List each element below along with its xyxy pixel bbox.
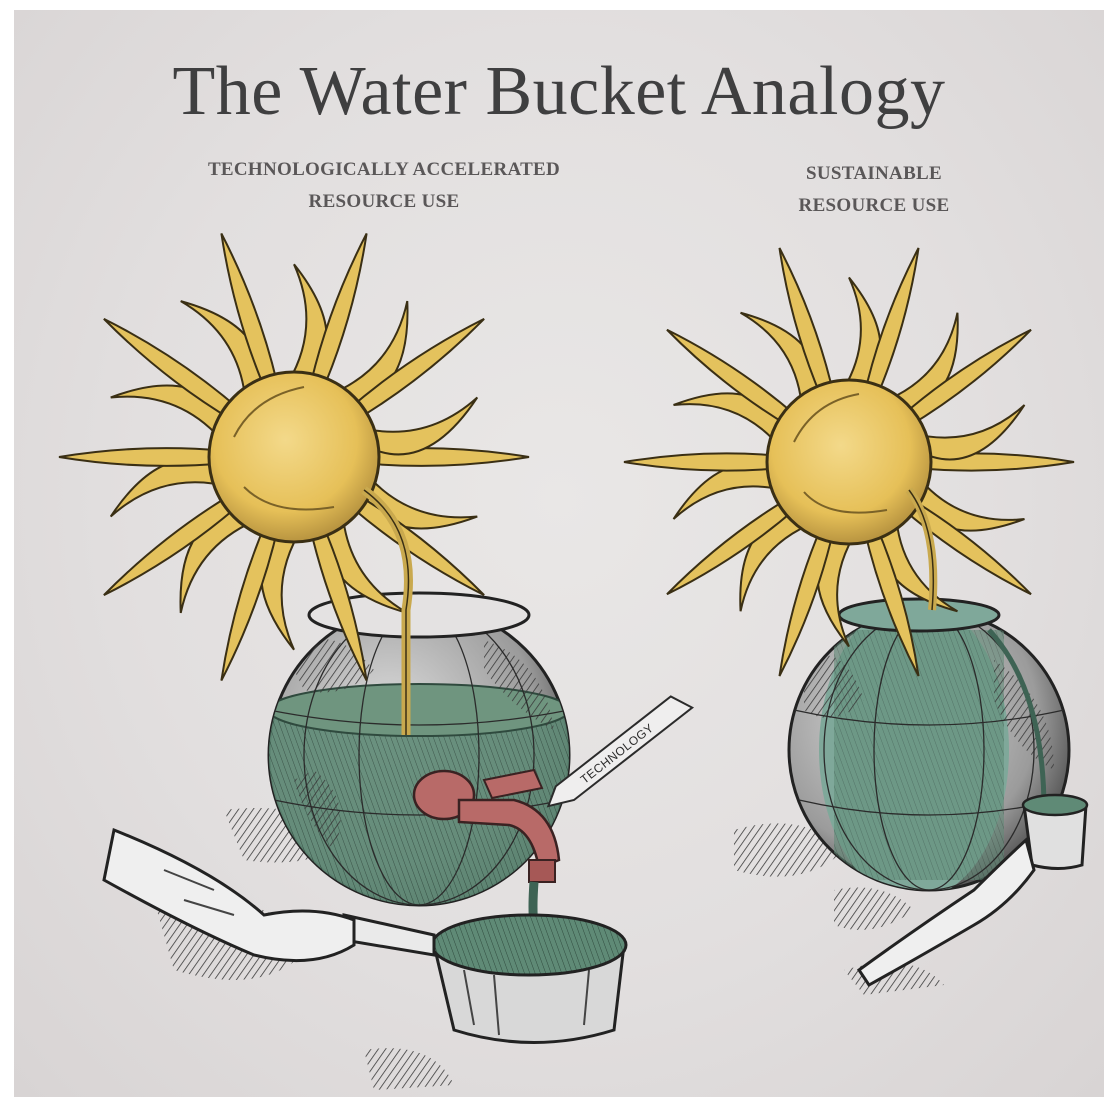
- sun-ray: [667, 497, 798, 594]
- left-pot: [344, 915, 626, 1043]
- right-cup: [1023, 795, 1087, 869]
- right-scene: [624, 248, 1087, 995]
- diagram-canvas: The Water Bucket Analogy TECHNOLOGICALLY…: [14, 10, 1104, 1097]
- sun-ray: [104, 493, 241, 595]
- sun-ray: [900, 330, 1031, 427]
- left-scene: TECHNOLOGY: [59, 234, 692, 1090]
- sun-ray: [347, 319, 484, 421]
- sun-ray: [624, 453, 781, 470]
- technology-label: TECHNOLOGY: [578, 721, 657, 787]
- illustration: TECHNOLOGY: [14, 10, 1104, 1097]
- sun-ray: [59, 448, 224, 466]
